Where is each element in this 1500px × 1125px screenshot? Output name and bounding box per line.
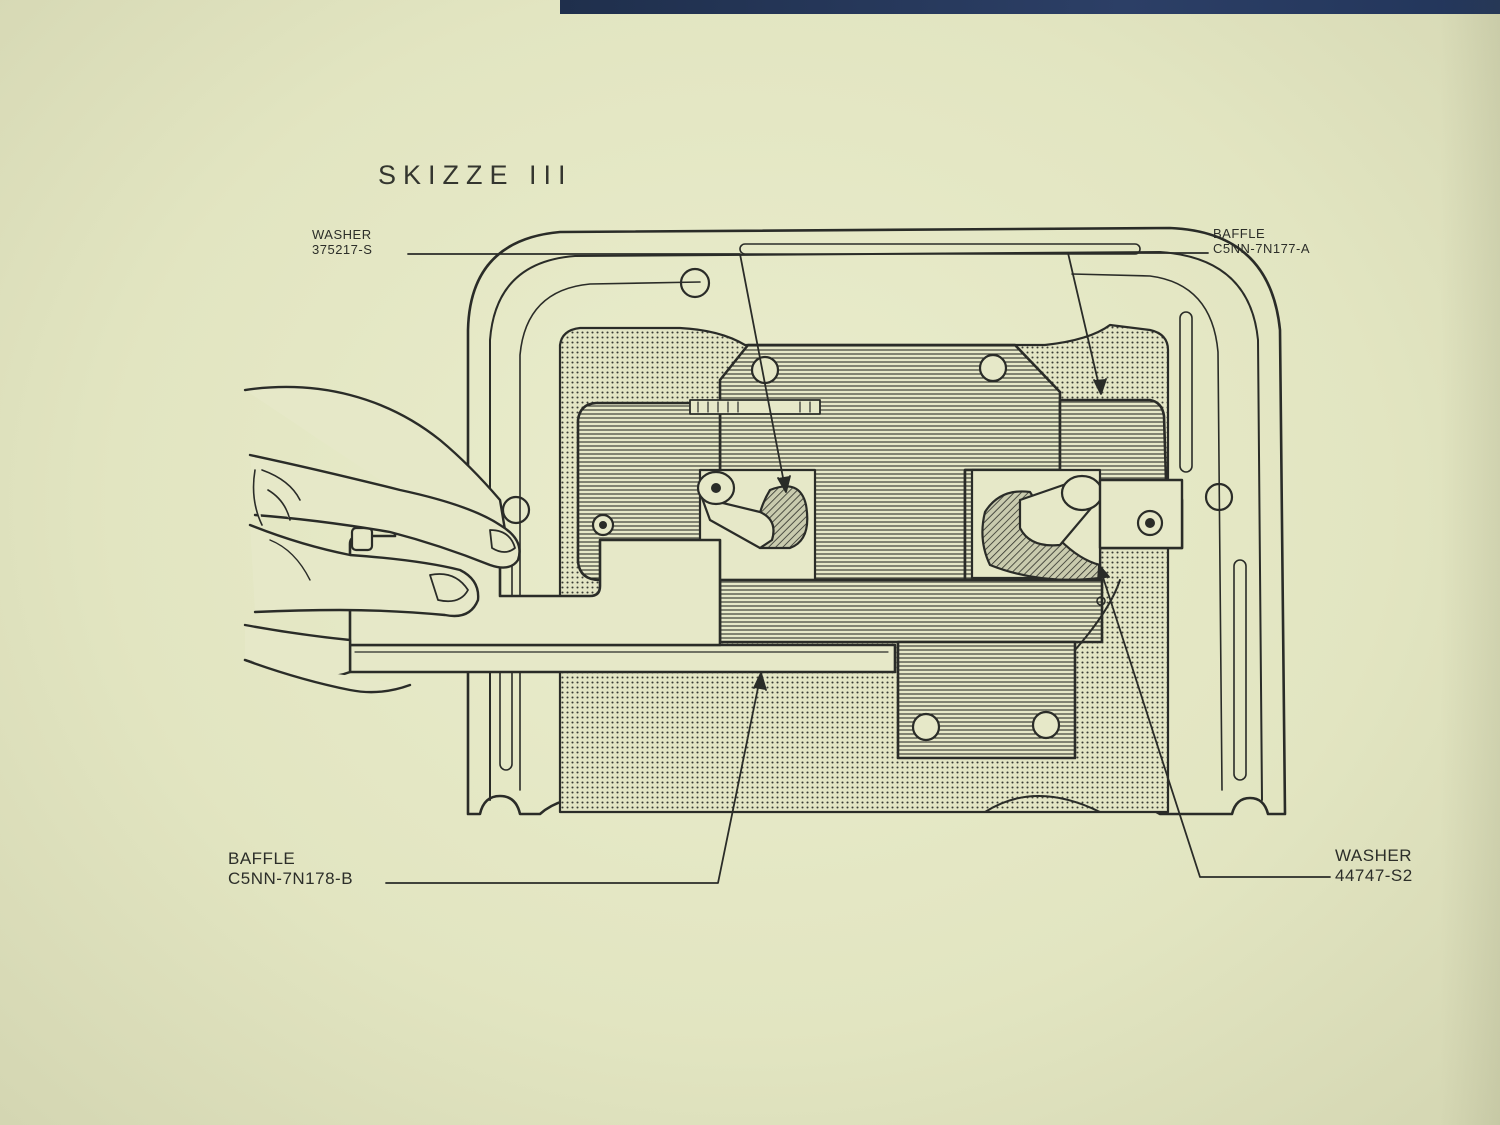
- background-cover-edge: [560, 0, 1500, 14]
- leader-baffle-top: [1067, 252, 1209, 391]
- callout-washer-bottom-name: WASHER: [1335, 846, 1412, 865]
- baffle-left-plate: [689, 399, 821, 415]
- bracket-bolt-center: [1145, 518, 1155, 528]
- callout-washer-bottom-part: 44747-S2: [1335, 866, 1413, 885]
- flange-slot-right: [1233, 559, 1247, 781]
- block-bolt: [750, 355, 780, 385]
- sketch-title: SKIZZE III: [378, 160, 573, 190]
- hand-crease: [267, 489, 291, 521]
- stud-left: [700, 496, 775, 550]
- callout-washer-top-name: WASHER: [312, 227, 372, 242]
- callout-baffle-top: BAFFLE C5NN-7N177-A: [1213, 226, 1310, 256]
- flange-slot-top: [739, 243, 1141, 255]
- flange-hole: [1204, 482, 1234, 512]
- leader-arrow-washer-top: [777, 475, 791, 493]
- hand-fingernail: [489, 529, 516, 553]
- flange-slot-right-top: [1179, 311, 1193, 473]
- hand-palm: [243, 658, 412, 694]
- callout-washer-bottom: WASHER 44747-S2: [1335, 846, 1413, 886]
- hand-crease: [261, 469, 301, 501]
- gasket-dot: [1096, 596, 1106, 606]
- lower-block-bolt: [1031, 710, 1061, 740]
- block-bolt: [978, 353, 1008, 383]
- leader-arrow-baffle-bottom: [753, 672, 767, 691]
- gasket-arc: [1074, 579, 1121, 651]
- leader-arrow-baffle-top: [1093, 378, 1107, 395]
- callout-baffle-bottom-name: BAFFLE: [228, 849, 296, 868]
- baffle-left-plate-ticks: [697, 401, 811, 413]
- flange-hole: [501, 495, 531, 525]
- pan-outer-outline: [466, 226, 1287, 816]
- leader-washer-bottom: [1099, 567, 1331, 878]
- leader-washer-top: [407, 253, 786, 489]
- flange-hole: [679, 267, 711, 299]
- stud-right-end: [1060, 474, 1104, 512]
- page-fold-shadow: [1440, 0, 1500, 1125]
- pan-flange-inner-line-right: [1071, 273, 1223, 791]
- housing-bolt-center: [599, 521, 607, 529]
- hand-middle-finger: [248, 523, 480, 618]
- hand-index-finger: [248, 453, 521, 569]
- callout-baffle-top-part: C5NN-7N177-A: [1213, 241, 1311, 256]
- callout-washer-top: WASHER 375217-S: [312, 227, 372, 257]
- callout-baffle-bottom-part: C5NN-7N178-B: [228, 869, 354, 888]
- hand-crease: [252, 469, 263, 526]
- leader-baffle-bottom: [385, 677, 761, 884]
- floor-recess-arc: [984, 795, 1101, 813]
- callout-baffle-top-name: BAFFLE: [1213, 226, 1266, 241]
- hand-fingernail: [429, 573, 469, 603]
- pan-flange-inner-line: [519, 281, 701, 791]
- tool-tab: [350, 526, 374, 552]
- lower-block-bolt: [911, 712, 941, 742]
- callout-baffle-bottom: BAFFLE C5NN-7N178-B: [228, 849, 353, 889]
- hand-crease: [269, 539, 311, 581]
- baffle-lower-block: [896, 640, 1077, 760]
- callout-washer-top-part: 375217-S: [312, 242, 373, 257]
- tool-bar: [348, 643, 897, 674]
- baffle-bottom-bar: [718, 578, 1104, 644]
- leader-arrow-washer-bottom: [1097, 564, 1110, 581]
- hand-illustration: [243, 385, 521, 694]
- stud-left-center: [711, 483, 721, 493]
